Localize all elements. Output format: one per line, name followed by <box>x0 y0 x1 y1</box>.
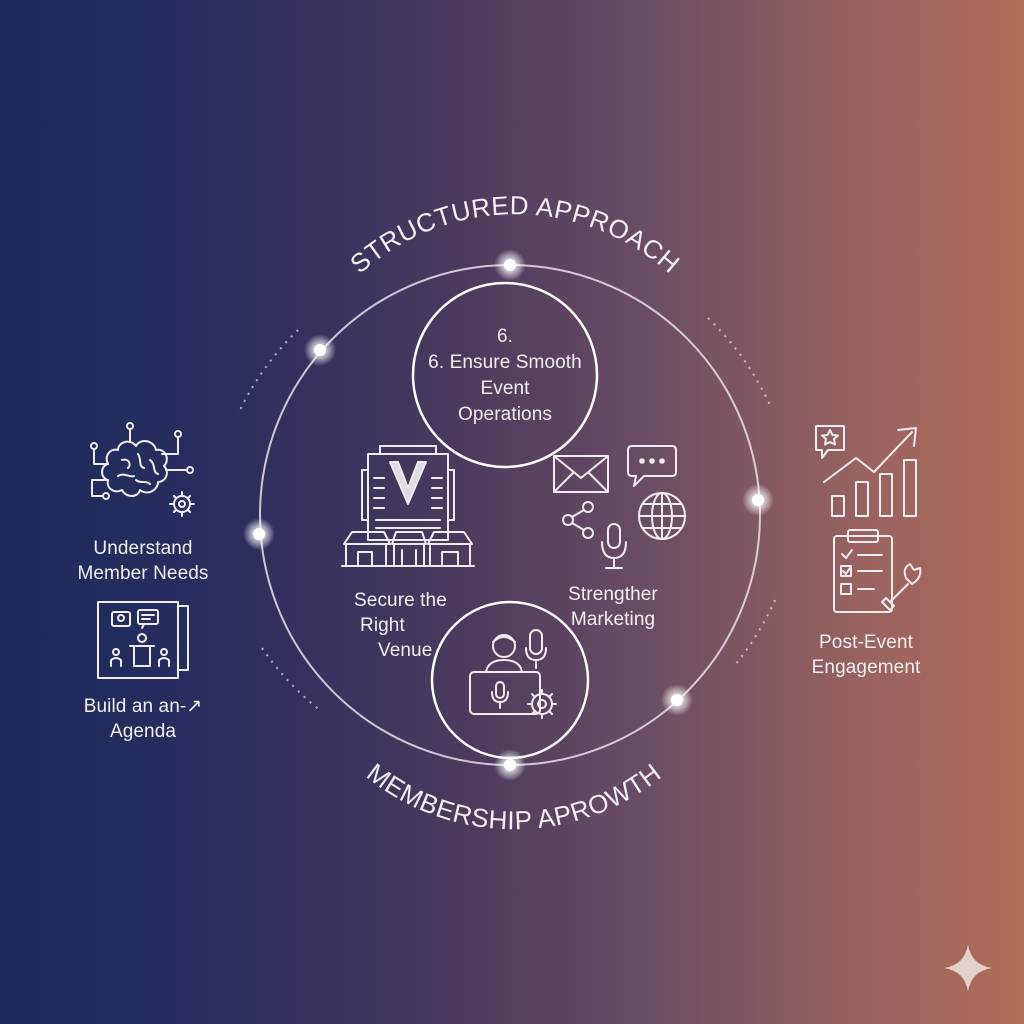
node-left-dot <box>253 528 265 540</box>
venue-label-line2: Right <box>360 615 405 636</box>
dotted-arc-right-top <box>707 317 771 406</box>
microphone-icon <box>598 522 630 572</box>
post-event-line1: Post-Event <box>819 632 913 653</box>
share-icon <box>560 500 596 540</box>
marketing-label-line2: Marketing <box>570 609 656 630</box>
node-right-dot <box>752 494 764 506</box>
center-step-line1: 6. Ensure Smooth <box>428 352 582 373</box>
post-event-line2: Engagement <box>811 657 921 678</box>
center-step-line2: Event <box>480 378 530 399</box>
agenda-line1: Build an an-↗ <box>83 696 203 717</box>
member-needs-line1: Understand <box>93 538 193 559</box>
post-event-label: Post-Event Engagement <box>786 630 946 680</box>
node-bottom-dot <box>504 759 516 771</box>
marketing-label-line1: Strengther <box>568 584 658 605</box>
venue-label-line3: Venue <box>378 640 433 661</box>
dotted-arc-right-bottom <box>734 599 776 666</box>
center-step-circle <box>411 281 599 469</box>
venue-label-line1: Secure the <box>354 590 447 611</box>
presenter-mic-gear-icon <box>466 628 566 724</box>
venue-label: Secure the Right Venue <box>340 588 470 663</box>
brain-circuit-gear-icon <box>78 420 206 524</box>
growth-chart-star-icon <box>812 420 928 520</box>
chat-bubble-icon <box>626 444 678 488</box>
agenda-line2: Agenda <box>109 721 177 742</box>
agenda-label: Build an an-↗ Agenda <box>58 694 228 744</box>
center-step-line3: Operations <box>458 404 552 425</box>
marketing-label: Strengther Marketing <box>548 582 678 632</box>
node-upper-left-dot <box>314 344 326 356</box>
node-top-dot <box>504 259 516 271</box>
center-step-label: 6. 6. Ensure Smooth Event Operations <box>405 324 605 428</box>
sparkle-icon <box>942 942 994 994</box>
envelope-icon <box>552 454 610 494</box>
dotted-arc-left-top <box>239 329 299 411</box>
dotted-arc-left-bottom <box>261 647 323 713</box>
member-needs-label: Understand Member Needs <box>58 536 228 586</box>
presentation-board-icon <box>96 600 192 680</box>
node-lower-right-dot <box>671 694 683 706</box>
center-step-number: 6. <box>496 326 514 347</box>
member-needs-line2: Member Needs <box>77 563 209 584</box>
clipboard-checklist-wrench-icon <box>830 528 922 616</box>
globe-icon <box>636 490 688 542</box>
venue-building-icon <box>340 440 476 568</box>
ring-nodes <box>243 249 774 781</box>
